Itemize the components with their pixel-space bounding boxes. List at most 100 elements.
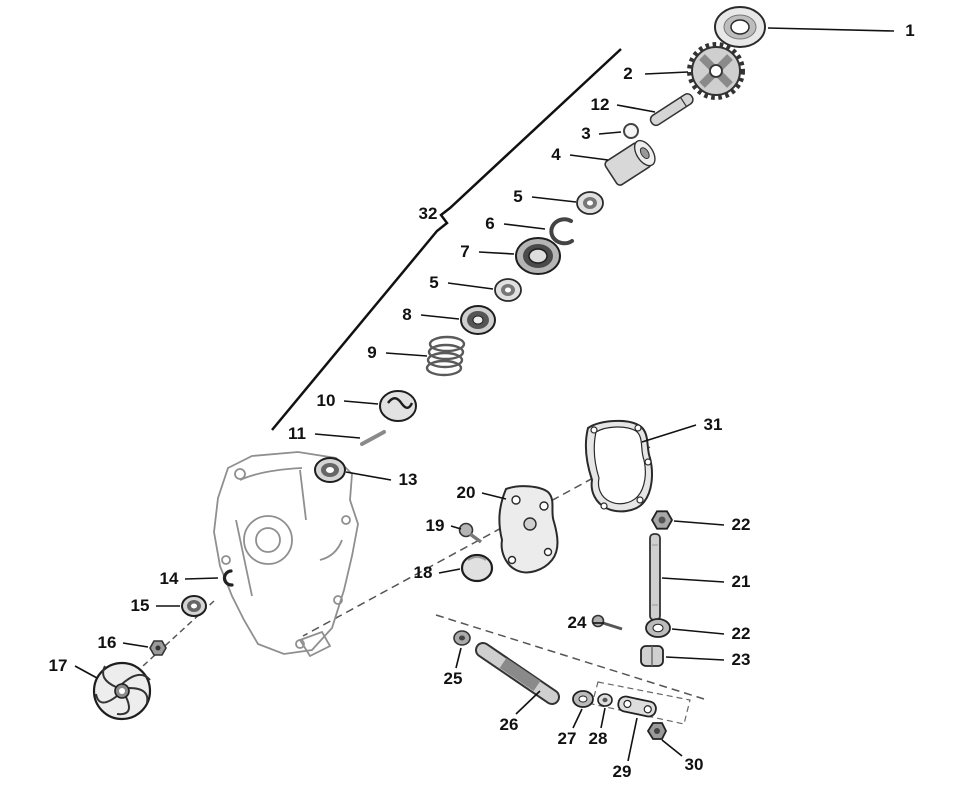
part-14-circlip	[222, 569, 234, 587]
callout-5-upper-label: 5	[513, 187, 522, 206]
part-8-seal	[460, 305, 496, 335]
dashed-box-part29	[591, 681, 691, 725]
callout-6: 6	[485, 214, 546, 233]
bracket-line-32	[271, 48, 622, 431]
callout-1: 1	[767, 21, 915, 40]
callout-14-label: 14	[160, 569, 179, 588]
callout-15-label: 15	[131, 596, 150, 615]
part-13-seal	[314, 457, 346, 483]
callout-18: 18	[414, 563, 461, 582]
part-15-seal	[181, 595, 207, 617]
part-22-nut-top	[650, 510, 674, 530]
part-3-oring	[623, 123, 639, 139]
callout-9-label: 9	[367, 343, 376, 362]
callout-13: 13	[345, 470, 418, 489]
callout-28-label: 28	[589, 729, 608, 748]
callout-8: 8	[402, 305, 460, 324]
callout-3: 3	[581, 124, 622, 143]
callout-16: 16	[98, 633, 149, 652]
callout-5-lower: 5	[429, 273, 494, 292]
crankcase-rib-right	[299, 469, 307, 521]
callout-17-label: 17	[49, 656, 68, 675]
callout-14: 14	[160, 569, 219, 588]
callout-5-lower-label: 5	[429, 273, 438, 292]
callout-22-top: 22	[673, 515, 751, 534]
callout-2-label: 2	[623, 64, 632, 83]
callout-19-label: 19	[426, 516, 445, 535]
callout-19: 19	[426, 516, 462, 535]
part-21-rod	[649, 533, 661, 621]
part-31-gasket	[584, 420, 653, 513]
crankcase-lug	[298, 630, 332, 658]
crankcase-drawing	[213, 451, 359, 658]
part-19-bolt	[458, 522, 483, 544]
callout-20-label: 20	[457, 483, 476, 502]
callout-22-bottom-label: 22	[732, 624, 751, 643]
callout-24-label: 24	[568, 613, 587, 632]
callout-18-label: 18	[414, 563, 433, 582]
callout-21-label: 21	[732, 572, 751, 591]
callout-10: 10	[317, 391, 379, 410]
callout-27-label: 27	[558, 729, 577, 748]
callout-22-bottom: 22	[671, 624, 751, 643]
callout-13-label: 13	[399, 470, 418, 489]
callout-30-label: 30	[685, 755, 704, 774]
crankcase-rib-top	[239, 467, 303, 481]
callout-29-label: 29	[613, 762, 632, 781]
callout-15: 15	[131, 596, 180, 615]
callout-31-label: 31	[704, 415, 723, 434]
part-25-nut	[453, 630, 471, 646]
crankcase-boss-arc	[319, 539, 343, 561]
axis-dashed-impeller	[131, 600, 215, 677]
part-5-washer-lower	[494, 278, 522, 302]
callout-32: 32	[419, 204, 438, 223]
callouts: 1 2 12 3 4 5 6 7	[49, 21, 915, 781]
part-7-bearing	[515, 237, 561, 275]
callout-29: 29	[613, 717, 638, 781]
construction-lines	[131, 48, 705, 725]
part-11-pin	[360, 430, 386, 446]
crankcase-bore-inner	[255, 527, 281, 553]
callout-7-label: 7	[460, 242, 469, 261]
callout-11-label: 11	[288, 424, 306, 443]
callout-11: 11	[288, 424, 361, 443]
callout-17: 17	[49, 656, 98, 679]
callout-26-label: 26	[500, 715, 519, 734]
part-29-link	[617, 695, 657, 718]
part-9-spring	[425, 335, 466, 377]
callout-9: 9	[367, 343, 428, 362]
crankcase-bolt-hole	[234, 468, 246, 480]
crankcase-rib-left	[235, 519, 253, 597]
callout-21: 21	[661, 572, 751, 591]
crankcase-bore	[243, 515, 293, 565]
crankcase-bolt-hole	[333, 595, 343, 605]
callout-20: 20	[457, 483, 507, 502]
callout-28: 28	[589, 707, 608, 748]
part-27-bushing	[572, 690, 594, 708]
callout-2: 2	[623, 64, 689, 83]
part-10-cap	[379, 390, 417, 422]
part-2-sprocket	[687, 42, 745, 100]
callout-27: 27	[558, 708, 583, 748]
part-16-nut	[149, 640, 167, 656]
part-30-nut	[646, 722, 668, 740]
callout-5-upper: 5	[513, 187, 577, 206]
axis-dashed-shifter	[435, 614, 705, 700]
callout-22-top-label: 22	[732, 515, 751, 534]
callout-16-label: 16	[98, 633, 117, 652]
callout-7: 7	[460, 242, 515, 261]
callout-1-label: 1	[905, 21, 914, 40]
crankcase-outline	[213, 451, 359, 655]
callout-24: 24	[568, 613, 604, 632]
callout-4: 4	[551, 145, 609, 164]
part-1-washer	[714, 6, 766, 48]
crankcase-bolt-hole	[341, 515, 351, 525]
crankcase-bolt-hole	[221, 555, 231, 565]
part-22-bushing-bottom	[645, 618, 671, 638]
callout-31: 31	[641, 415, 723, 443]
parts	[92, 6, 766, 740]
callout-30: 30	[661, 739, 704, 774]
callout-12-label: 12	[591, 95, 610, 114]
